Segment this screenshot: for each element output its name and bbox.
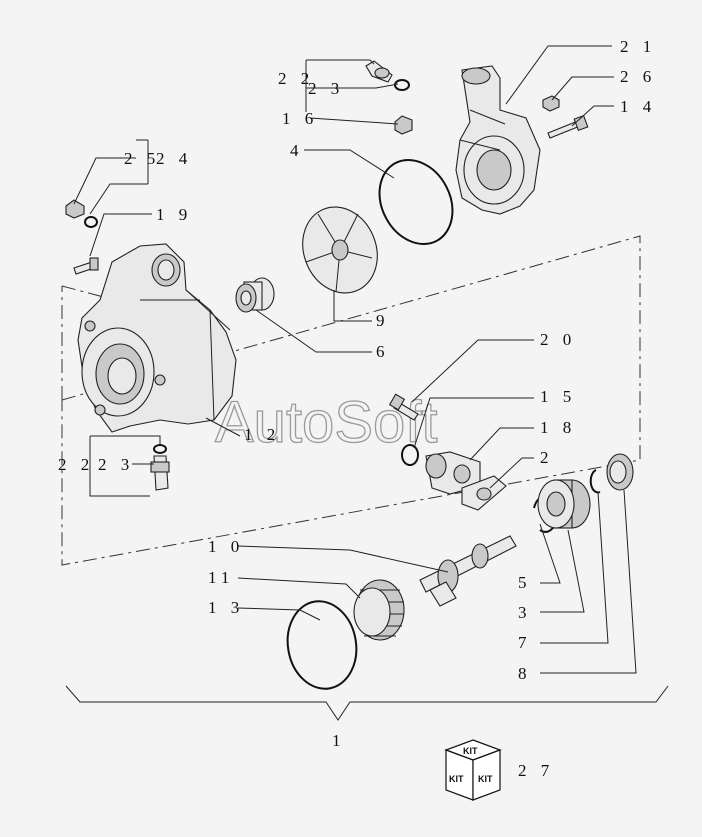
part-23-washer: [394, 79, 410, 91]
part-10-shaft: [419, 535, 517, 607]
kit-label-right: KIT: [478, 774, 493, 784]
part-2-gasket: [461, 475, 507, 511]
label-6: 6: [376, 342, 390, 361]
label-23-lower: 2 3: [98, 455, 134, 474]
kit-label-left: KIT: [449, 774, 464, 784]
label-19: 1 9: [156, 205, 192, 224]
label-3: 3: [518, 603, 532, 622]
label-7: 7: [518, 633, 532, 652]
label-9: 9: [376, 311, 390, 330]
part-15-oring: [401, 444, 419, 466]
label-10: 1 0: [208, 537, 244, 556]
label-21: 2 1: [620, 37, 656, 56]
label-22-lower: 2 2: [58, 455, 94, 474]
label-20: 2 0: [540, 330, 576, 349]
assembly-boundary: [61, 235, 641, 566]
part-14-screw: [547, 114, 589, 139]
part-18-fitting: [425, 451, 481, 495]
part-25-screw: [65, 199, 85, 219]
part-22-fitting: [365, 60, 393, 83]
assembly-brace: [65, 685, 669, 721]
label-4: 4: [290, 141, 304, 160]
label-26: 2 6: [620, 67, 656, 86]
part-12-pump-housing: [77, 243, 237, 433]
part-13-oring: [286, 600, 358, 690]
part-9-impeller: [302, 206, 378, 294]
kit-label-top: KIT: [463, 746, 478, 756]
part-6-seal: [235, 277, 275, 313]
kit-cube-icon: KIT KIT KIT: [444, 739, 502, 801]
part-labels: 2 1 2 6 1 4 2 2 2 3 1 6 4 2 5 2 4 1 9 9 …: [58, 37, 656, 780]
label-16: 1 6: [282, 109, 318, 128]
part-4-oring: [378, 158, 454, 246]
part-7-snap-ring: [589, 469, 601, 494]
part-24-washer: [84, 216, 98, 228]
label-11: 11: [208, 568, 234, 587]
part-16-plug: [394, 115, 413, 135]
label-13: 1 3: [208, 598, 244, 617]
part-22b-fitting: [150, 455, 170, 491]
part-20-screw: [388, 393, 419, 421]
label-2: 2: [540, 448, 554, 467]
part-21-outlet-cover: [455, 65, 541, 215]
label-22: 2 2: [278, 69, 314, 88]
part-11-gear: [353, 579, 405, 641]
part-23b-washer: [153, 444, 167, 454]
label-25: 2 5: [124, 149, 160, 168]
label-23: 2 3: [308, 79, 344, 98]
label-8: 8: [518, 664, 532, 683]
label-1: 1: [332, 731, 346, 750]
label-18: 1 8: [540, 418, 576, 437]
label-15: 1 5: [540, 387, 576, 406]
label-27: 2 7: [518, 761, 554, 780]
part-19-screw: [73, 257, 99, 275]
label-14: 1 4: [620, 97, 656, 116]
part-8-seal: [606, 453, 634, 491]
part-26-plug: [542, 95, 560, 112]
label-5: 5: [518, 573, 532, 592]
leader-lines: [73, 45, 637, 674]
part-3-bearing: [537, 479, 591, 529]
label-24: 2 4: [156, 149, 192, 168]
label-12: 1 2: [244, 425, 280, 444]
